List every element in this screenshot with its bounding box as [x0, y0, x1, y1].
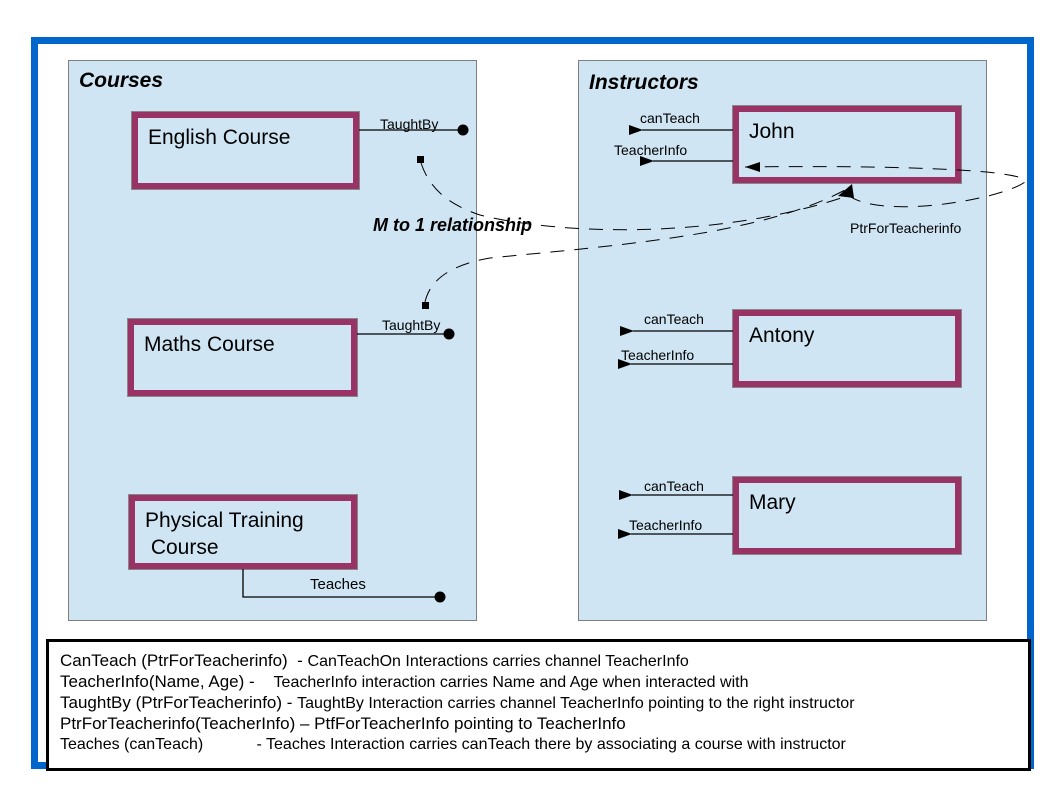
entity-label: Mary — [749, 491, 796, 514]
courses-panel-title: Courses — [79, 69, 164, 92]
port-dot — [457, 124, 469, 136]
mary-outputs — [618, 490, 733, 539]
entity-label: Maths Course — [144, 333, 275, 356]
antony-outputs — [618, 326, 733, 369]
source-square-maths — [422, 302, 429, 309]
john-outputs — [629, 125, 733, 166]
label-mary-teacherinfo: TeacherInfo — [629, 517, 703, 533]
label-john-teacherinfo: TeacherInfo — [614, 142, 688, 158]
arrowhead-pointer — [838, 184, 854, 198]
legend-desc: TeacherInfo interaction carries Name and… — [273, 674, 749, 691]
m-to-1-connector — [417, 156, 1026, 309]
relationship-label: M to 1 relationship — [373, 215, 533, 235]
legend-term: PtrForTeacherinfo(TeacherInfo) – PtfForT… — [60, 714, 626, 733]
pointer-label: PtrForTeacherinfo — [850, 220, 962, 236]
arrowhead-john — [745, 162, 760, 172]
legend-row: TeacherInfo(Name, Age) - TeacherInfo int… — [60, 671, 1028, 692]
legend-desc: CanTeachOn Interactions carries channel … — [307, 653, 689, 670]
instructors-panel-title: Instructors — [589, 71, 699, 94]
legend-term: TaughtBy (PtrForTeacherinfo) - — [60, 693, 298, 712]
port-pt-teaches — [242, 569, 446, 603]
legend-row: Teaches (canTeach) - Teaches Interaction… — [60, 734, 1028, 755]
label-pt-teaches: Teaches — [310, 576, 366, 593]
label-maths-taughtby: TaughtBy — [382, 317, 441, 333]
label-antony-teacherinfo: TeacherInfo — [621, 347, 695, 363]
entity-physical-training-course[interactable]: Physical Training Course — [128, 494, 358, 570]
port-english-taughtby — [359, 124, 469, 136]
port-dot — [434, 591, 446, 603]
entity-english-course[interactable]: English Course — [131, 111, 360, 190]
entity-maths-course[interactable]: Maths Course — [127, 318, 358, 397]
entity-mary[interactable]: Mary — [732, 476, 962, 555]
legend-row: TaughtBy (PtrForTeacherinfo) - TaughtBy … — [60, 692, 1028, 713]
legend-term: CanTeach (PtrForTeacherinfo) - — [60, 651, 308, 670]
source-square-english — [417, 156, 424, 163]
legend-box: CanTeach (PtrForTeacherinfo) - CanTeachO… — [46, 639, 1031, 771]
label-john-canteach: canTeach — [640, 110, 700, 126]
entity-label: English Course — [148, 126, 291, 149]
label-antony-canteach: canTeach — [644, 311, 704, 327]
entity-label: John — [749, 120, 795, 143]
legend-desc: TaughtBy Interaction carries channel Tea… — [297, 695, 855, 712]
entity-label: Antony — [749, 324, 815, 347]
label-mary-canteach: canTeach — [644, 478, 704, 494]
entity-label: Physical Training Course — [145, 509, 304, 559]
entity-john[interactable]: John — [732, 105, 962, 184]
port-dot — [443, 328, 455, 340]
legend-desc: - Teaches Interaction carries canTeach t… — [256, 736, 846, 753]
legend-term: TeacherInfo(Name, Age) - — [60, 672, 274, 691]
legend-row: PtrForTeacherinfo(TeacherInfo) – PtfForT… — [60, 713, 1028, 734]
label-english-taughtby: TaughtBy — [380, 116, 439, 132]
legend-term: Teaches (canTeach) — [60, 736, 257, 753]
legend-row: CanTeach (PtrForTeacherinfo) - CanTeachO… — [60, 650, 1028, 671]
port-maths-taughtby — [357, 328, 455, 340]
entity-antony[interactable]: Antony — [732, 309, 962, 388]
